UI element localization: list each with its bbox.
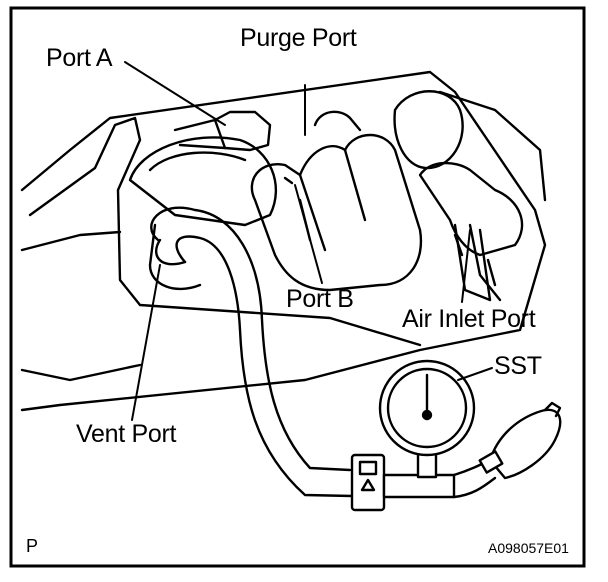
hand-pump-bulb [488, 408, 562, 480]
label-port-a: Port A [46, 44, 113, 72]
hose [150, 206, 352, 472]
hand-right [418, 161, 524, 257]
label-port-b: Port B [286, 285, 354, 313]
canister-rim [28, 116, 422, 347]
canister-body [20, 70, 547, 412]
leader-air-inlet [461, 229, 471, 303]
hand-left [250, 133, 423, 292]
leader-port-a [124, 61, 226, 126]
port-a-fitting [213, 110, 272, 152]
leader-sst [457, 367, 493, 381]
label-sst: SST [494, 352, 542, 380]
label-vent-port: Vent Port [76, 420, 177, 448]
vent-port-collar [128, 136, 278, 227]
leader-vent-port [131, 264, 161, 421]
label-purge-port: Purge Port [240, 24, 357, 52]
label-air-inlet-port: Air Inlet Port [402, 305, 536, 333]
figure-code: A098057E01 [488, 540, 569, 556]
leader-port-b [294, 184, 323, 284]
tee-fitting [382, 473, 456, 499]
purge-port-nozzle [313, 110, 362, 132]
corner-letter: P [26, 536, 38, 556]
